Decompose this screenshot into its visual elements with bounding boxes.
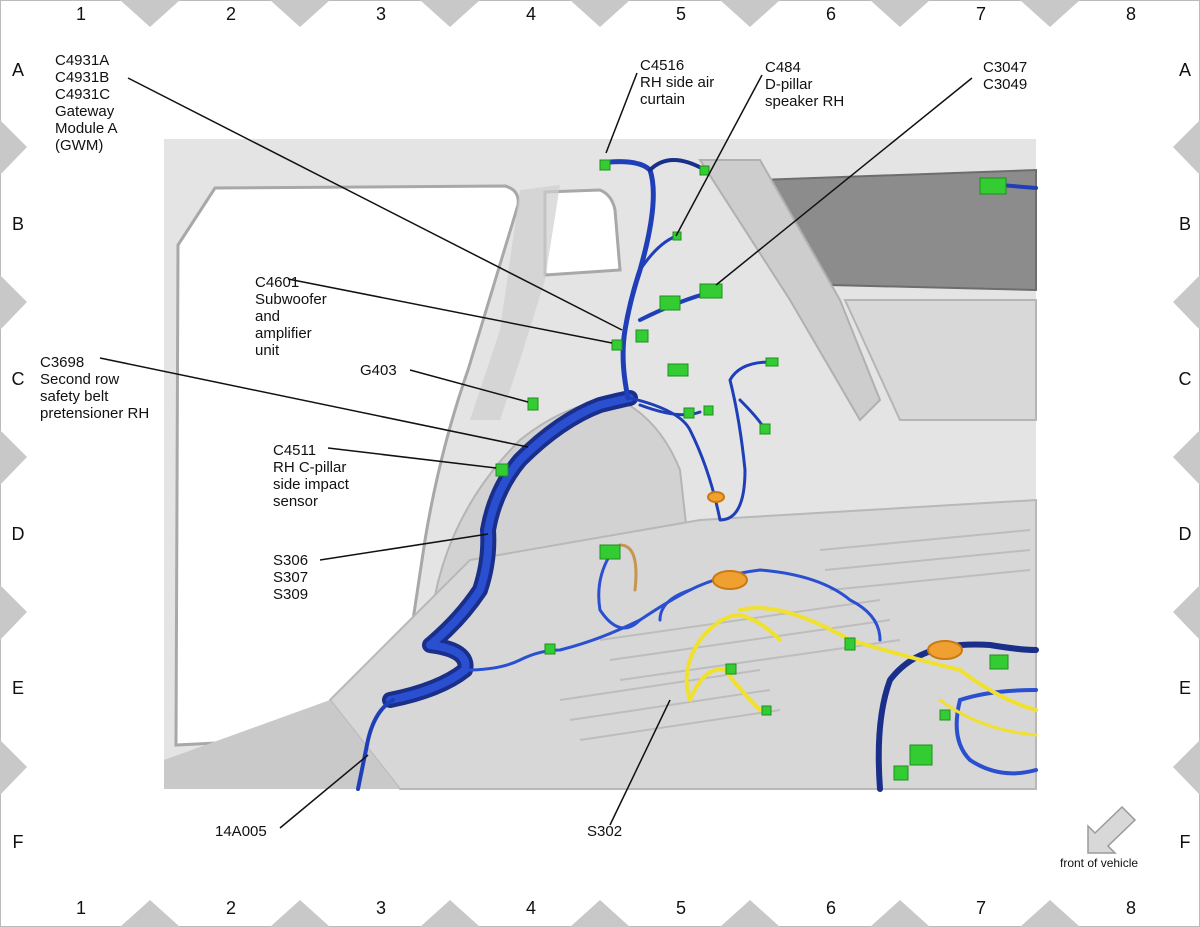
callout-c4511: C4511 RH C-pillar side impact sensor	[273, 442, 349, 510]
callout-c4516: C4516 RH side air curtain	[640, 57, 715, 108]
callout-g403: G403	[360, 362, 397, 379]
front-of-vehicle-arrow-icon	[1087, 805, 1137, 854]
callout-s302: S302	[587, 823, 623, 840]
bottom-grid-ticks	[120, 900, 1080, 927]
col-label-top-4: 4	[525, 4, 536, 24]
callout-c4601: C4601 Subwoofer and amplifier unit	[255, 274, 327, 359]
col-label-bottom-8: 8	[1125, 898, 1136, 918]
col-label-bottom-4: 4	[525, 898, 536, 918]
leader-lines	[99, 72, 973, 829]
col-label-bottom-1: 1	[75, 898, 86, 918]
row-label-right-B: B	[1178, 214, 1191, 234]
row-label-right-F: F	[1179, 832, 1191, 852]
connectors	[495, 159, 1009, 781]
col-label-top-7: 7	[975, 4, 986, 24]
col-label-bottom-3: 3	[375, 898, 386, 918]
callout-14a005: 14A005	[215, 823, 267, 840]
grommets	[707, 491, 963, 660]
callout-gateway-module: C4931A C4931B C4931C Gateway Module A (G…	[55, 52, 118, 154]
col-label-top-2: 2	[225, 4, 236, 24]
callout-c484: C484 D-pillar speaker RH	[765, 59, 845, 110]
vehicle-body	[164, 139, 1037, 790]
col-label-top-3: 3	[375, 4, 386, 24]
left-grid-ticks	[0, 120, 27, 795]
row-label-left-B: B	[11, 214, 24, 234]
col-label-bottom-5: 5	[675, 898, 686, 918]
col-label-top-6: 6	[825, 4, 836, 24]
row-label-right-E: E	[1178, 678, 1191, 698]
row-label-left-A: A	[11, 60, 24, 80]
col-label-top-1: 1	[75, 4, 86, 24]
row-label-left-F: F	[12, 832, 24, 852]
row-label-right-C: C	[1178, 369, 1192, 389]
quarter-window	[543, 188, 622, 277]
right-grid-ticks	[1173, 120, 1200, 795]
row-label-left-E: E	[11, 678, 24, 698]
callout-splices: S306 S307 S309	[273, 552, 309, 603]
col-label-bottom-7: 7	[975, 898, 986, 918]
col-label-bottom-2: 2	[225, 898, 236, 918]
harness-network	[356, 158, 1039, 792]
callout-c3698: C3698 Second row safety belt pretensione…	[40, 354, 150, 422]
row-label-left-D: D	[11, 524, 25, 544]
front-of-vehicle-label: front of vehicle	[1060, 856, 1139, 870]
col-label-top-8: 8	[1125, 4, 1136, 24]
row-label-right-D: D	[1178, 524, 1192, 544]
row-label-left-C: C	[11, 369, 25, 389]
col-label-top-5: 5	[675, 4, 686, 24]
col-label-bottom-6: 6	[825, 898, 836, 918]
top-grid-ticks	[120, 0, 1080, 27]
callout-c3047: C3047 C3049	[983, 59, 1028, 93]
row-label-right-A: A	[1178, 60, 1191, 80]
